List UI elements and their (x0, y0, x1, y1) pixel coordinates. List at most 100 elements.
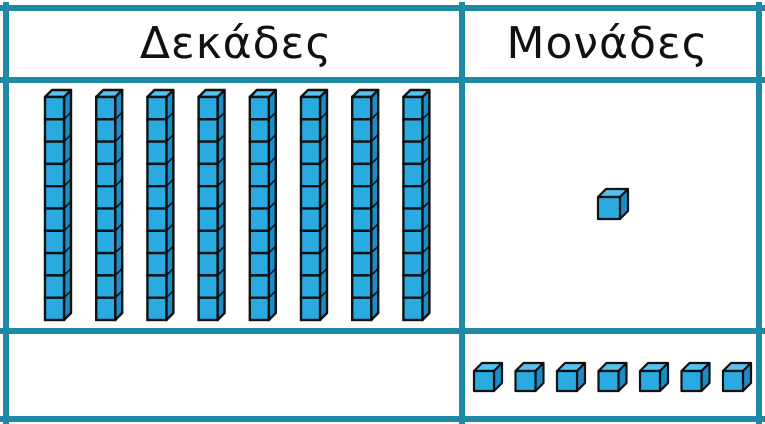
rod-unit (403, 209, 422, 231)
tens-rod (147, 90, 173, 320)
tens-rod (45, 90, 71, 320)
ones-column-header: Μονάδες (465, 11, 750, 75)
rod-unit (403, 164, 422, 186)
rod-unit (199, 97, 218, 119)
unit-cube (598, 189, 628, 219)
tens-rod (403, 90, 429, 320)
rod-unit (352, 298, 371, 320)
rod-unit (250, 275, 269, 297)
rod-unit (96, 275, 115, 297)
unit-cube (599, 363, 627, 391)
rod-unit (199, 119, 218, 141)
unit-cube (474, 363, 502, 391)
rod-unit (301, 209, 320, 231)
tens-column-header: Δεκάδες (14, 11, 458, 75)
rod-unit (147, 231, 166, 253)
rod-unit (250, 186, 269, 208)
unit-cube (557, 363, 585, 391)
rod-unit (352, 275, 371, 297)
rod-unit (147, 298, 166, 320)
rod-unit (301, 186, 320, 208)
tens-rod (199, 90, 225, 320)
rod-unit (301, 275, 320, 297)
rod-unit (301, 119, 320, 141)
rod-unit (403, 119, 422, 141)
ones-cubes-area (598, 189, 628, 219)
rod-unit (96, 186, 115, 208)
tens-rods-area (45, 90, 429, 320)
rod-unit (250, 298, 269, 320)
tens-rod (352, 90, 378, 320)
rod-unit (301, 253, 320, 275)
rod-unit (301, 97, 320, 119)
rod-unit (301, 298, 320, 320)
rod-unit (403, 231, 422, 253)
rod-unit (199, 164, 218, 186)
rod-unit (96, 164, 115, 186)
rod-unit (199, 209, 218, 231)
rod-unit (352, 119, 371, 141)
rod-unit (352, 209, 371, 231)
rod-unit (96, 209, 115, 231)
rod-unit (250, 164, 269, 186)
rod-unit (147, 253, 166, 275)
rod-unit (250, 97, 269, 119)
rod-unit (199, 275, 218, 297)
rod-unit (96, 97, 115, 119)
rod-unit (45, 298, 64, 320)
rod-unit (45, 142, 64, 164)
unit-cube (640, 363, 668, 391)
rod-unit (352, 164, 371, 186)
rod-unit (147, 142, 166, 164)
rod-unit (403, 97, 422, 119)
rod-unit (45, 164, 64, 186)
unit-cube (723, 363, 751, 391)
rod-unit (147, 209, 166, 231)
rod-unit (96, 142, 115, 164)
rod-unit (45, 231, 64, 253)
rod-unit (147, 186, 166, 208)
rod-unit (45, 253, 64, 275)
rod-unit (250, 253, 269, 275)
rod-unit (199, 142, 218, 164)
rod-unit (250, 209, 269, 231)
rod-unit (96, 298, 115, 320)
rod-unit (352, 186, 371, 208)
rod-unit (250, 119, 269, 141)
rod-unit (352, 142, 371, 164)
tens-rod (301, 90, 327, 320)
rod-unit (301, 231, 320, 253)
unit-cube (682, 363, 710, 391)
rod-unit (352, 231, 371, 253)
tens-rod (96, 90, 122, 320)
rod-unit (403, 142, 422, 164)
rod-unit (96, 253, 115, 275)
rod-unit (147, 97, 166, 119)
rod-unit (199, 298, 218, 320)
rod-unit (199, 231, 218, 253)
rod-unit (250, 231, 269, 253)
rod-unit (352, 97, 371, 119)
rod-unit (250, 142, 269, 164)
rod-unit (147, 119, 166, 141)
rod-unit (45, 209, 64, 231)
unit-cube (516, 363, 544, 391)
rod-unit (96, 231, 115, 253)
rod-unit (45, 186, 64, 208)
rod-unit (199, 253, 218, 275)
rod-unit (45, 275, 64, 297)
rod-unit (96, 119, 115, 141)
rod-unit (147, 164, 166, 186)
rod-unit (147, 275, 166, 297)
tens-rod (250, 90, 276, 320)
rod-unit (403, 298, 422, 320)
rod-unit (45, 119, 64, 141)
rod-unit (45, 97, 64, 119)
rod-unit (301, 164, 320, 186)
ones-bottom-cubes-area (474, 363, 751, 391)
rod-unit (403, 253, 422, 275)
rod-unit (199, 186, 218, 208)
rod-unit (403, 275, 422, 297)
rod-unit (352, 253, 371, 275)
